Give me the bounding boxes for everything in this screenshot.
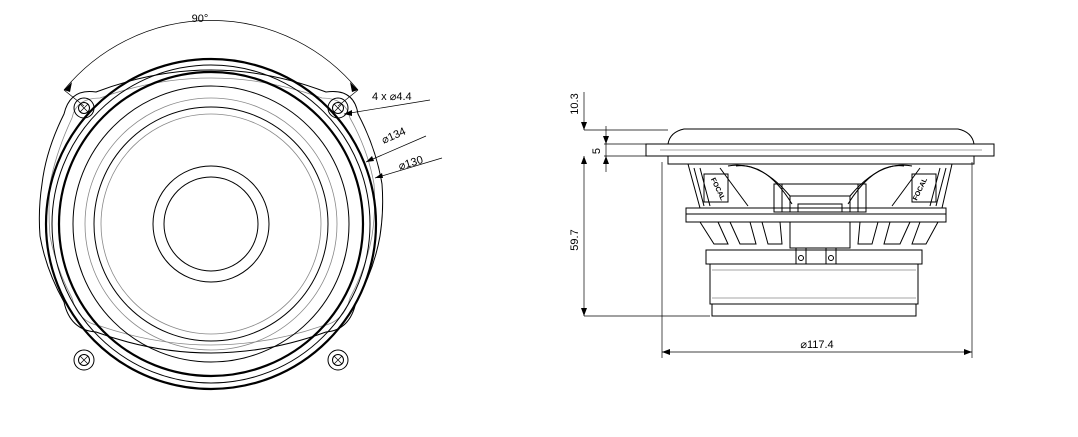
width-dimension: ⌀117.4: [662, 339, 972, 355]
frame-outline: [38, 69, 384, 354]
gasket-ring-mid: [51, 64, 371, 384]
inner-diameter-callout: ⌀130: [374, 154, 443, 179]
brand-text-left: FOCAL: [709, 177, 726, 202]
basket-lower-ring: [685, 207, 947, 223]
holes-callout: 4 x ⌀4.4: [343, 91, 431, 116]
brand-text-right: FOCAL: [912, 176, 929, 201]
angle-dimension: 90°: [63, 13, 359, 107]
flange-height-label: 10.3: [569, 93, 581, 114]
magnet-bottom-plate: [711, 303, 917, 317]
basket-struts-left: [693, 164, 793, 207]
depth-dimension: 59.7: [569, 156, 587, 316]
surround-outer: [72, 85, 350, 363]
lower-vents: [699, 221, 939, 245]
dust-cap-inner: [163, 176, 259, 272]
angle-label: 90°: [192, 13, 209, 25]
flange-height-dimension: 10.3: [569, 92, 587, 130]
side-view: FOCAL FOCAL: [569, 92, 995, 358]
gasket-ring-outer: [44, 57, 378, 391]
flange-cap: [667, 128, 975, 145]
mounting-hole-bottom-right: [327, 349, 349, 371]
basket-ring: [667, 155, 975, 165]
gasket-ring-inner: [57, 70, 365, 378]
frame-inner-outline: [48, 77, 376, 346]
basket-struts-right: [847, 164, 947, 207]
inner-diameter-label: ⌀130: [397, 154, 424, 173]
step-label: 5: [591, 148, 603, 154]
mounting-hole-bottom-left: [73, 349, 95, 371]
front-view: 90°: [38, 13, 443, 391]
cone-edge: [100, 113, 322, 335]
pole-piece: [789, 221, 851, 249]
surround-inner: [93, 106, 329, 342]
magnet-top-plate: [705, 249, 923, 265]
surround-mid: [84, 97, 338, 351]
holes-label: 4 x ⌀4.4: [372, 91, 412, 103]
step-dimension: 5: [591, 126, 609, 172]
dust-cap-outer: [152, 165, 270, 283]
outer-diameter-label: ⌀134: [380, 126, 408, 147]
width-label: ⌀117.4: [800, 339, 833, 351]
depth-label: 59.7: [569, 229, 581, 250]
